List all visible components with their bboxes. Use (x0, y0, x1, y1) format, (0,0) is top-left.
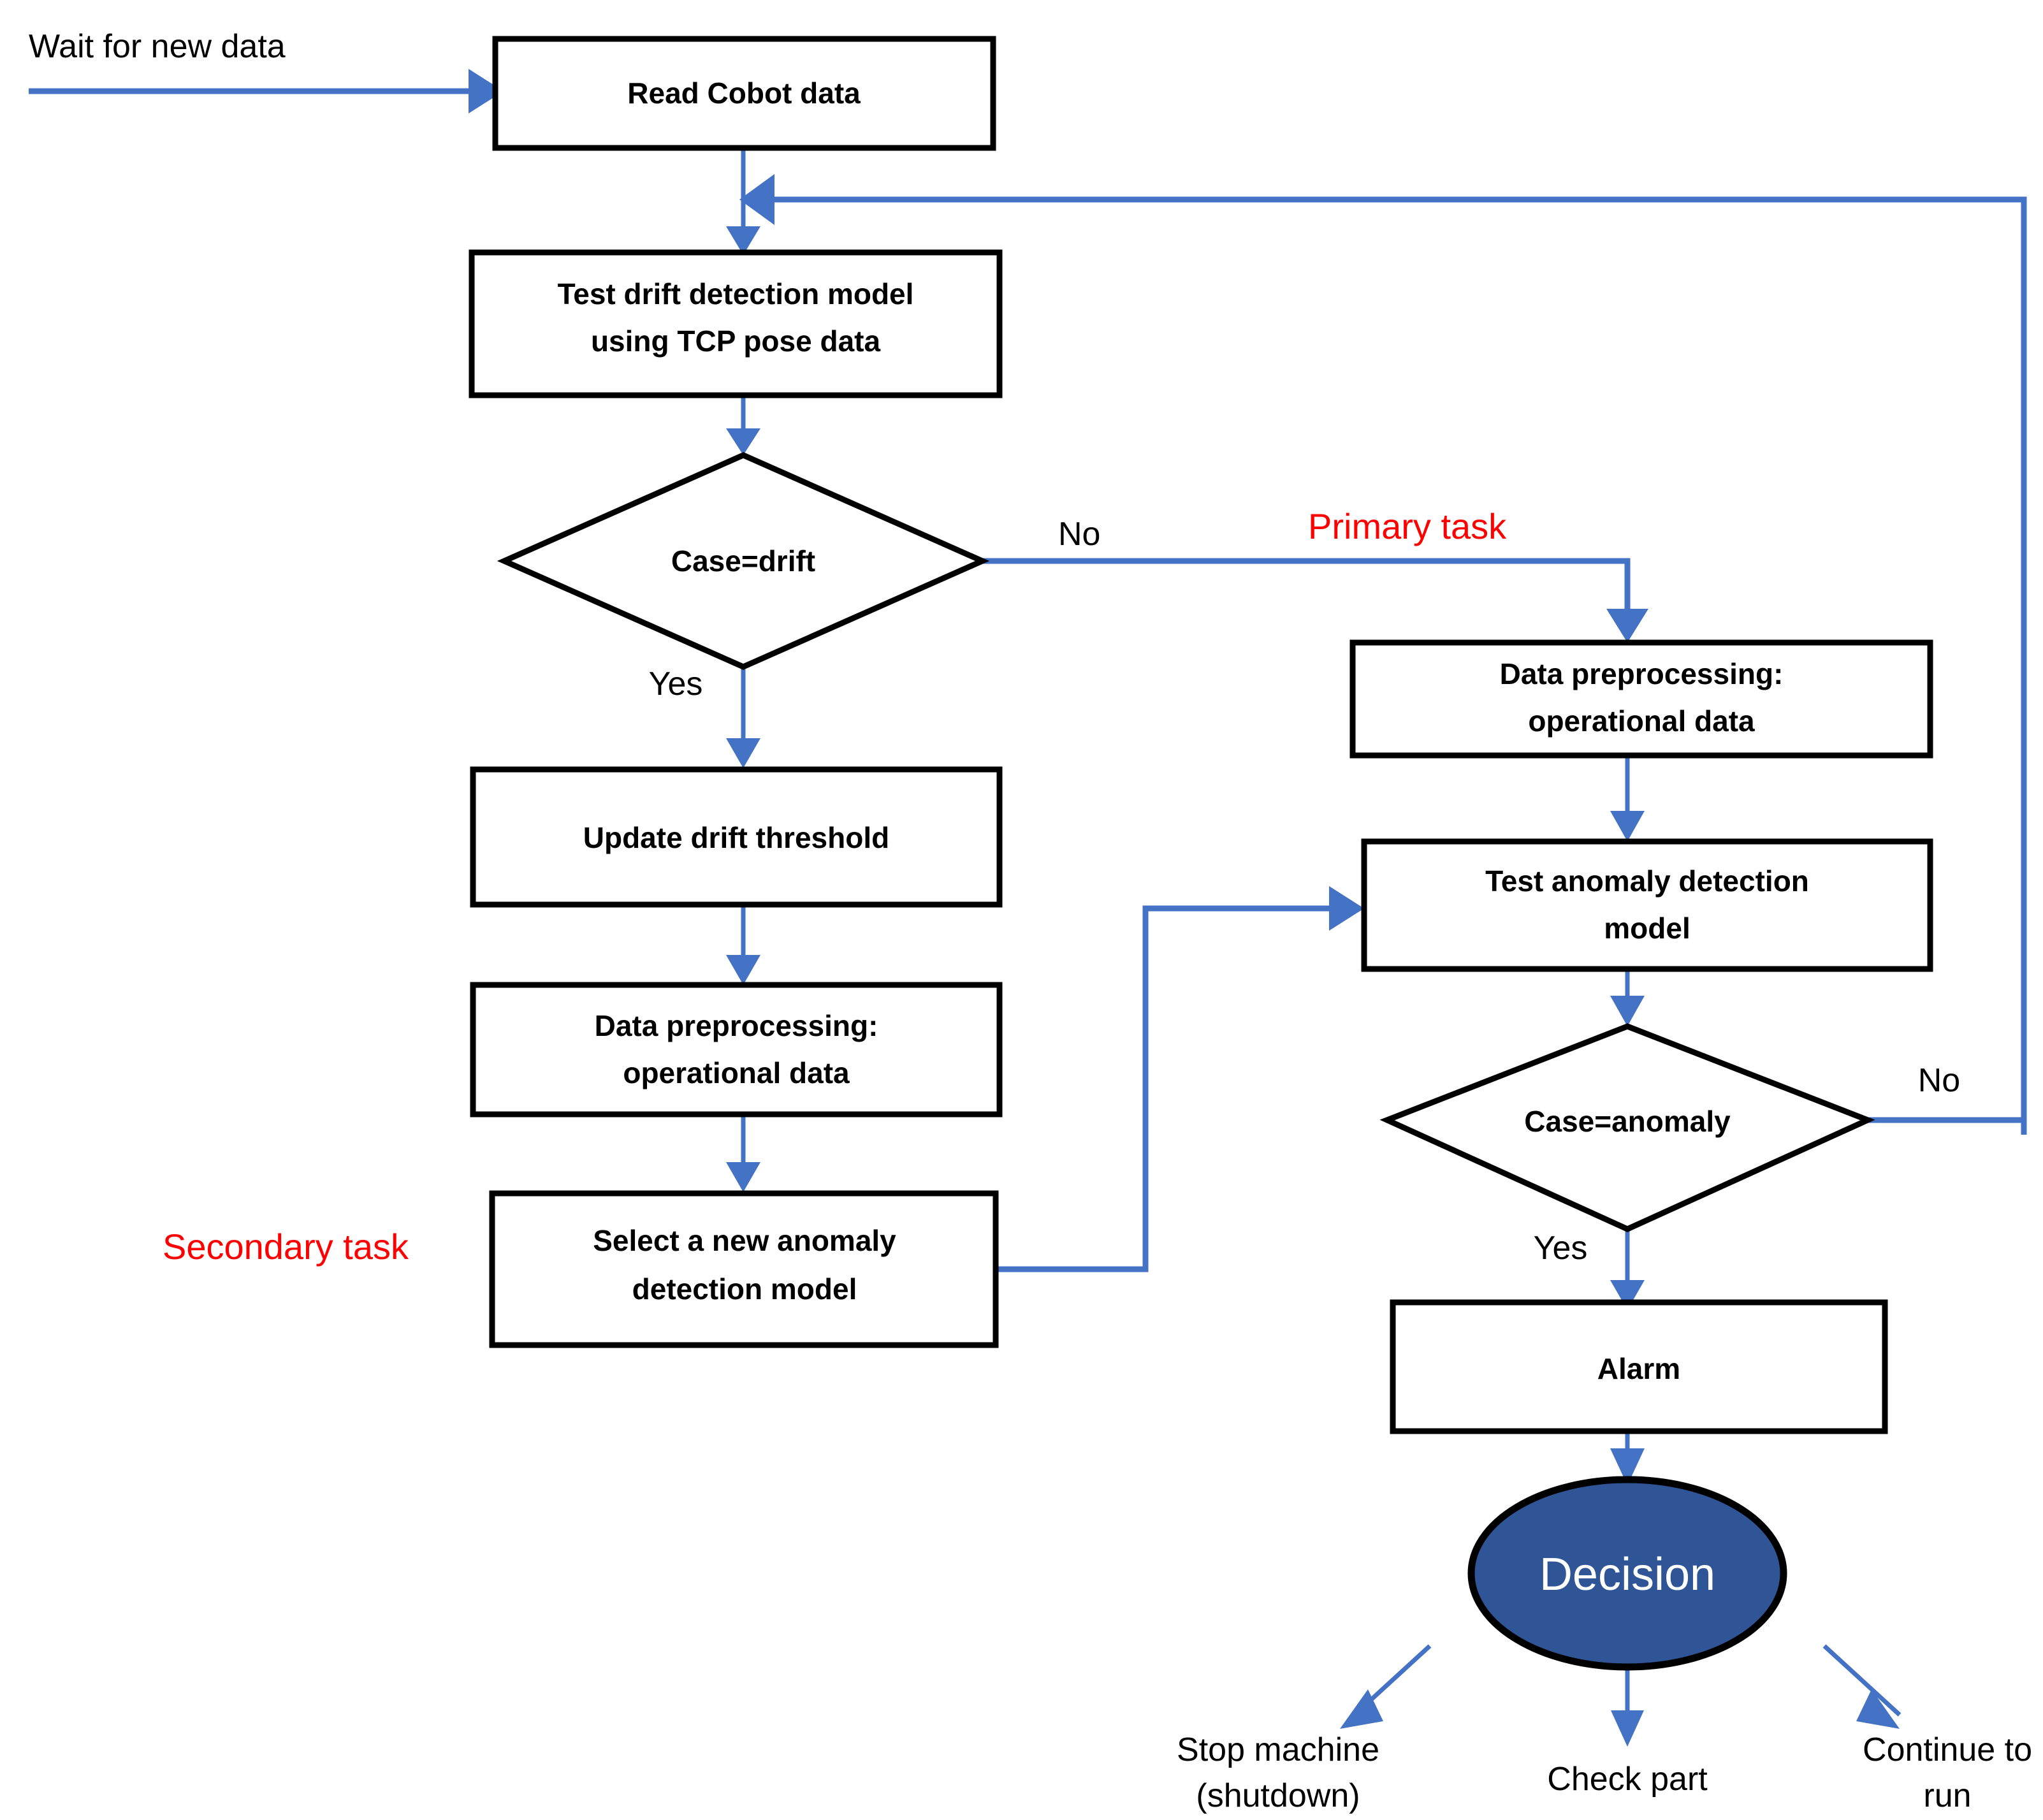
node-case-anomaly-label: Case=anomaly (1524, 1105, 1731, 1138)
entry-label-wait-for-new-data: Wait for new data (29, 28, 286, 65)
node-test-anomaly-line1: Test anomaly detection (1485, 864, 1809, 898)
edge-test-drift-to-case-drift (726, 395, 760, 455)
node-test-anomaly-line2: model (1604, 912, 1690, 945)
node-preprocess-right-line2: operational data (1528, 704, 1755, 738)
edge-preprocess-left-to-select-model (726, 1112, 760, 1192)
node-alarm[interactable]: Alarm (1390, 1299, 1888, 1434)
node-decision-ellipse[interactable]: Decision (1467, 1476, 1787, 1671)
edge-decision-to-check-part (1611, 1665, 1644, 1747)
node-select-new-anomaly-model[interactable]: Select a new anomaly detection model (489, 1190, 999, 1348)
node-test-anomaly-detection-model[interactable]: Test anomaly detection model (1361, 838, 1933, 972)
edge-alarm-to-decision (1610, 1431, 1645, 1485)
annotation-secondary-task: Secondary task (163, 1227, 409, 1267)
edge-decision-to-continue-run (1822, 1644, 1901, 1729)
node-test-drift-line1: Test drift detection model (558, 277, 914, 310)
node-preprocess-left-line1: Data preprocessing: (595, 1009, 878, 1042)
node-preprocess-left-line2: operational data (623, 1056, 850, 1089)
annotation-primary-task: Primary task (1308, 506, 1507, 546)
outcome-continue-to-run-line2: run (1923, 1777, 1971, 1814)
edge-update-threshold-to-preprocess-left (726, 904, 760, 985)
edge-preprocess-right-to-test-anomaly (1610, 755, 1645, 841)
node-update-drift-threshold-label: Update drift threshold (583, 821, 889, 854)
outcome-stop-machine-line2: (shutdown) (1196, 1777, 1360, 1814)
node-read-cobot-data-label: Read Cobot data (627, 76, 861, 110)
edge-case-anomaly-yes-to-alarm (1610, 1229, 1645, 1310)
edge-test-anomaly-to-case-anomaly (1610, 969, 1645, 1026)
node-data-preprocessing-left[interactable]: Data preprocessing: operational data (470, 982, 1003, 1117)
node-update-drift-threshold[interactable]: Update drift threshold (470, 766, 1003, 908)
node-read-cobot-data[interactable]: Read Cobot data (492, 36, 996, 151)
edge-decision-to-stop-machine (1340, 1644, 1432, 1729)
node-select-model-line1: Select a new anomaly (593, 1224, 896, 1257)
edge-label-drift-yes: Yes (649, 666, 703, 703)
node-data-preprocessing-right[interactable]: Data preprocessing: operational data (1349, 639, 1933, 759)
edge-read-cobot-to-test-drift (726, 148, 760, 255)
outcome-continue-to-run-line1: Continue to (1863, 1731, 2032, 1768)
edge-label-anomaly-no: No (1918, 1062, 1960, 1099)
outcome-stop-machine-line1: Stop machine (1177, 1731, 1379, 1768)
node-preprocess-right-line1: Data preprocessing: (1500, 657, 1784, 690)
outcome-check-part: Check part (1547, 1761, 1708, 1798)
node-select-model-line2: detection model (632, 1272, 857, 1306)
edge-label-anomaly-yes: Yes (1534, 1230, 1588, 1267)
node-test-drift-line2: using TCP pose data (591, 324, 881, 358)
edge-label-drift-no: No (1058, 516, 1100, 553)
edge-select-model-to-test-anomaly (996, 886, 1364, 1272)
edge-case-drift-yes-to-update-threshold (726, 668, 760, 768)
edge-entry-to-read-cobot (29, 69, 504, 113)
edge-case-drift-no-to-preprocess-right (982, 558, 1648, 643)
node-alarm-label: Alarm (1597, 1352, 1680, 1385)
node-decision-label: Decision (1539, 1549, 1715, 1600)
node-case-anomaly-decision[interactable]: Case=anomaly (1379, 1023, 1875, 1232)
node-case-drift-decision[interactable]: Case=drift (497, 452, 990, 670)
edge-anomaly-no-feedback (739, 174, 2027, 1135)
node-case-drift-label: Case=drift (671, 544, 815, 578)
node-test-drift-detection-model[interactable]: Test drift detection model using TCP pos… (469, 249, 1003, 398)
